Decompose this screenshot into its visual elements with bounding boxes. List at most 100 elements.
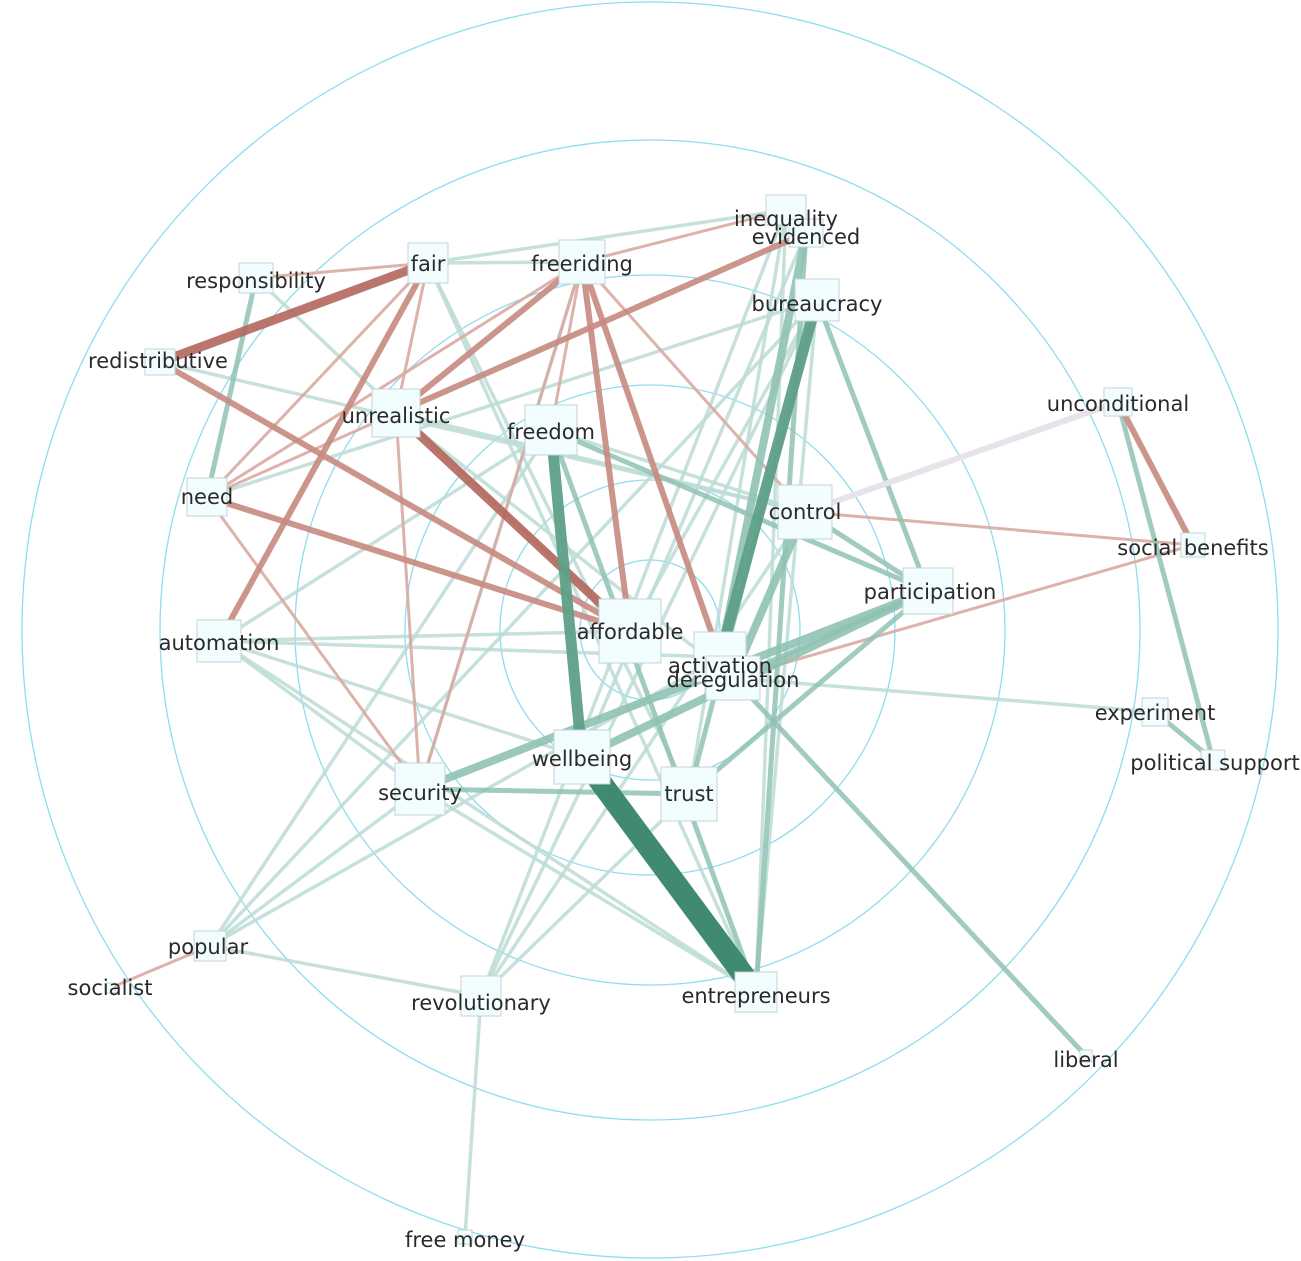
node-label-entrepreneurs: entrepreneurs [681, 984, 830, 1008]
edge-fair-entrepreneurs [426, 262, 758, 993]
node-revolutionary[interactable] [460, 975, 502, 1017]
edge-popular-revolutionary [209, 944, 482, 998]
edge-deregulation-liberal [731, 676, 1088, 1058]
node-label-wellbeing: wellbeing [532, 747, 633, 771]
node-responsibility[interactable] [238, 262, 274, 294]
node-fair[interactable] [407, 242, 449, 284]
edge-freedom-entrepreneurs [548, 429, 759, 993]
node-need[interactable] [186, 477, 228, 517]
ring-6 [21, 1, 1279, 1259]
edge-bureaucracy-activation [714, 298, 823, 659]
node-label-control: control [769, 500, 842, 524]
edge-social_benefits-control [804, 510, 1194, 547]
node-label-popular: popular [168, 935, 249, 959]
node-freeriding[interactable] [558, 239, 606, 285]
node-box [902, 567, 954, 615]
node-participation[interactable] [902, 567, 954, 615]
node-label-political-support: political support [1130, 751, 1299, 775]
node-automation[interactable] [196, 619, 242, 663]
node-popular[interactable] [193, 930, 227, 962]
node-box [1180, 532, 1206, 558]
node-social-benefits[interactable] [1180, 532, 1206, 558]
node-label-deregulation: deregulation [667, 668, 800, 692]
edge-bureaucracy-participation [814, 299, 931, 592]
node-wellbeing[interactable] [553, 729, 611, 785]
node-freedom[interactable] [524, 404, 578, 456]
node-entrepreneurs[interactable] [734, 971, 778, 1013]
node-deregulation[interactable] [705, 655, 761, 701]
node-box [196, 619, 242, 663]
edge-fair-unrealistic [394, 262, 430, 414]
node-box [794, 278, 840, 322]
node-label-free-money: free money [405, 1228, 525, 1252]
node-label-social-benefits: social benefits [1117, 536, 1268, 560]
node-box [186, 477, 228, 517]
node-box [193, 930, 227, 962]
node-trust[interactable] [660, 766, 718, 822]
node-label-trust: trust [664, 782, 713, 806]
node-box [1141, 697, 1169, 727]
edge-unconditional-political_support [1115, 401, 1216, 761]
edge-control-unconditional [804, 399, 1119, 515]
node-box [238, 262, 274, 294]
edge-fair-responsibility [255, 261, 429, 280]
node-political-support[interactable] [1200, 749, 1226, 771]
edges-layer [109, 208, 1216, 1238]
node-unrealistic[interactable] [371, 388, 421, 438]
edge-need-bureaucracy [206, 298, 818, 499]
edge-freeriding-affordable [579, 261, 633, 632]
node-bureaucracy[interactable] [794, 278, 840, 322]
edge-automation-wellbeing [218, 639, 583, 759]
edge-popular-bureaucracy [208, 298, 819, 948]
node-label-need: need [181, 485, 233, 509]
node-label-affordable: affordable [577, 620, 684, 644]
edge-trust-revolutionary [479, 792, 691, 998]
ring-5 [159, 139, 1141, 1121]
node-liberal[interactable] [1079, 1049, 1093, 1063]
node-unconditional[interactable] [1103, 387, 1133, 417]
edge-freedom-popular [208, 429, 553, 947]
node-security[interactable] [394, 762, 446, 816]
edge-automation-freedom [218, 428, 552, 643]
edge-freeriding-inequality [581, 208, 787, 264]
edge-fair-need [205, 261, 430, 499]
edge-fair-automation [216, 261, 431, 643]
node-experiment[interactable] [1141, 697, 1169, 727]
edge-deregulation-experiment [732, 676, 1156, 714]
edge-need-affordable [206, 494, 631, 634]
node-label-participation: participation [864, 580, 997, 604]
node-label-bureaucracy: bureaucracy [752, 292, 883, 316]
node-socialist[interactable] [104, 982, 116, 994]
node-label-fair: fair [411, 252, 446, 276]
node-box [598, 598, 662, 664]
node-label-redistributive: redistributive [88, 349, 228, 373]
node-free-money[interactable] [457, 1229, 473, 1245]
node-label-activation: activation [668, 654, 772, 678]
edge-need-unrealistic [206, 411, 397, 499]
edge-popular-socialist [109, 944, 211, 990]
node-label-freeriding: freeriding [531, 252, 633, 276]
edge-unconditional-social_benefits [1115, 400, 1196, 547]
edge-security-participation [418, 587, 930, 793]
edge-freeriding-freedom [549, 261, 584, 431]
edge-freeriding-activation [579, 261, 723, 658]
edge-freedom-wellbeing [545, 429, 588, 758]
node-affordable[interactable] [598, 598, 662, 664]
node-redistributive[interactable] [144, 348, 176, 376]
edge-revolutionary-control [479, 511, 807, 997]
node-control[interactable] [777, 484, 833, 540]
node-box [1103, 387, 1133, 417]
node-label-responsibility: responsibility [186, 269, 326, 293]
node-box [788, 218, 824, 248]
node-box [734, 971, 778, 1013]
node-label-inequality: inequality [734, 207, 838, 231]
node-box [460, 975, 502, 1017]
edge-redistributive-affordable [158, 359, 632, 634]
edge-automation-security [217, 639, 422, 791]
node-evidenced[interactable] [788, 218, 824, 248]
edge-responsibility-need [204, 277, 259, 498]
edge-unrealistic-security [394, 412, 422, 790]
node-box [104, 982, 116, 994]
node-box [144, 348, 176, 376]
